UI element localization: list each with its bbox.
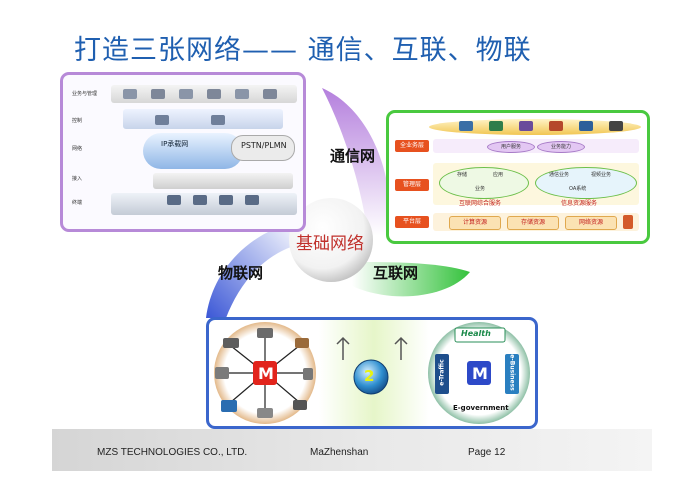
traffic-label: e-Traffic <box>438 359 446 386</box>
module-label: 视频业务 <box>591 172 612 178</box>
management-group-left <box>439 167 529 199</box>
row-label: 终端 <box>72 200 83 206</box>
row-band <box>153 173 293 189</box>
module-label: 通信业务 <box>549 172 570 178</box>
center-sphere <box>289 198 373 282</box>
controller-icon <box>211 115 225 125</box>
government-label: E-government <box>453 404 509 412</box>
internet-petal <box>352 262 470 297</box>
m-letter-right: M <box>472 364 488 383</box>
module-label: 业务 <box>475 186 486 192</box>
bottom-panel-iot: 2 M M Health e-Traffic e-Business E-gove… <box>206 317 538 429</box>
row-band <box>231 135 295 161</box>
server-icon <box>179 89 193 99</box>
health-badge <box>454 327 506 343</box>
center-label: 基础网络 <box>296 234 364 254</box>
m-letter-left: M <box>258 364 274 383</box>
pstn-cloud: PSTN/PLMN <box>241 141 287 150</box>
label-internet: 互联网 <box>373 264 419 282</box>
antenna-icon <box>336 336 350 360</box>
business-label: e-Business <box>508 354 516 391</box>
right-panel-platform: 全业务层 管理层 平台层 用户服务 业务能力 存储 应用 业务 通信业务 视频业… <box>386 110 650 244</box>
row-band <box>123 109 283 129</box>
row-label: 接入 <box>72 176 83 182</box>
device-icon <box>579 121 593 131</box>
business-badge <box>505 354 519 394</box>
row-band <box>143 133 243 169</box>
server-icon <box>123 89 137 99</box>
health-label: Health <box>461 329 491 338</box>
bottom-panel-graphics <box>214 320 530 426</box>
device-icon <box>221 400 237 412</box>
device-icon <box>489 121 503 131</box>
server-icon <box>151 89 165 99</box>
resource-box: 网络资源 <box>565 216 617 230</box>
service-band <box>433 139 639 153</box>
device-icon <box>257 328 273 338</box>
module-label: OA系统 <box>569 186 587 192</box>
device-icon <box>215 367 229 379</box>
footer-author: MaZhenshan <box>310 447 369 458</box>
server-icon <box>235 89 249 99</box>
terminal-icon <box>245 195 259 205</box>
ip-network-cloud: IP承载网 <box>161 140 189 148</box>
footer-page-number: Page 12 <box>468 447 506 458</box>
globe-icon <box>353 359 389 395</box>
server-icon <box>207 89 221 99</box>
globe-number: 2 <box>364 367 375 385</box>
row-label: 业务与管理 <box>72 91 98 97</box>
device-icon <box>459 121 473 131</box>
antenna-icon <box>394 336 408 360</box>
device-icon <box>257 408 273 418</box>
communication-petal <box>322 88 391 236</box>
row-label-platform: 平台层 <box>395 216 429 228</box>
resource-box: 计算资源 <box>449 216 501 230</box>
module-label: 存储 <box>457 172 468 178</box>
service-pill: 业务能力 <box>537 141 585 153</box>
label-iot: 物联网 <box>218 264 264 282</box>
tower-icon <box>623 215 633 229</box>
row-label: 网络 <box>72 146 83 152</box>
controller-icon <box>155 115 169 125</box>
caption-label: 信息资源服务 <box>561 200 598 207</box>
row-label: 控制 <box>72 118 83 124</box>
device-icon <box>293 400 307 410</box>
terminal-icon <box>167 195 181 205</box>
terminal-icon <box>193 195 207 205</box>
device-icon <box>609 121 623 131</box>
terminal-icon <box>219 195 233 205</box>
row-label-management: 管理层 <box>395 179 429 191</box>
traffic-badge <box>435 354 449 394</box>
management-group-right <box>535 167 637 199</box>
iot-petal <box>206 222 300 318</box>
row-label-service: 全业务层 <box>395 140 429 152</box>
footer-bar <box>52 429 652 471</box>
caption-label: 互联网综合服务 <box>459 200 502 207</box>
device-icon <box>223 338 239 348</box>
m-badge-left <box>253 361 277 385</box>
device-icon <box>303 368 313 380</box>
footer-company: MZS TECHNOLOGIES CO., LTD. <box>97 447 248 458</box>
m-badge-right <box>467 361 491 385</box>
module-label: 应用 <box>493 172 504 178</box>
slide-title: 打造三张网络—— 通信、互联、物联 <box>74 35 532 66</box>
device-icon <box>519 121 533 131</box>
device-icon <box>549 121 563 131</box>
server-icon <box>263 89 277 99</box>
resource-box: 存储资源 <box>507 216 559 230</box>
device-icon <box>295 338 309 348</box>
service-pill: 用户服务 <box>487 141 535 153</box>
left-panel-architecture: 业务与管理 控制 网络 接入 终端 IP承载网 PSTN/PLMN <box>60 72 306 232</box>
label-communication-network: 通信网 <box>330 147 376 165</box>
